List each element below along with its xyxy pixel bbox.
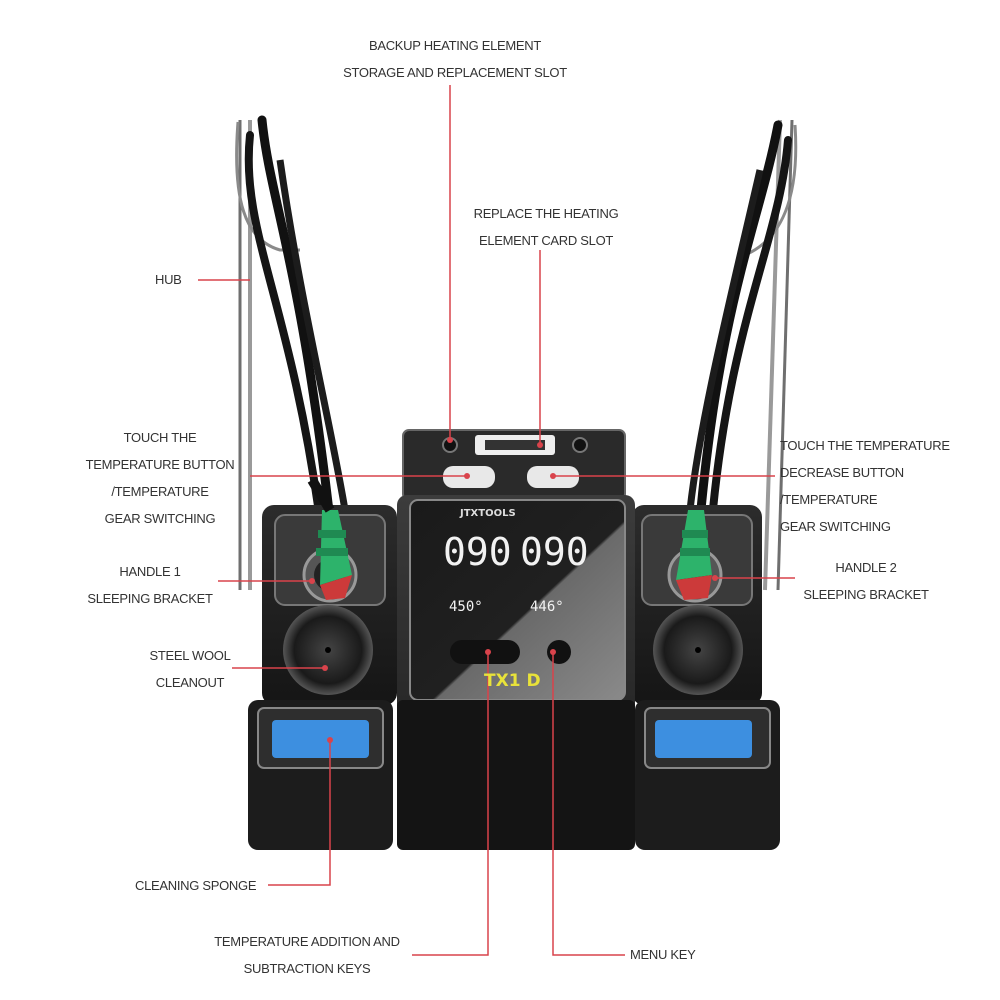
label-backup-slot: BACKUP HEATING ELEMENT STORAGE AND REPLA… bbox=[343, 32, 567, 86]
label-line: DECREASE BUTTON bbox=[780, 465, 904, 480]
label-line: HUB bbox=[155, 272, 182, 287]
label-handle-1: HANDLE 1 SLEEPING BRACKET bbox=[87, 558, 213, 612]
label-steel-wool: STEEL WOOL CLEANOUT bbox=[149, 642, 230, 696]
left-stand-frame bbox=[235, 115, 349, 590]
label-line: CLEANOUT bbox=[155, 675, 225, 690]
left-temperature: 090 bbox=[443, 530, 512, 574]
label-line: GEAR SWITCHING bbox=[104, 511, 216, 526]
center-unit bbox=[397, 429, 635, 850]
label-touch-increase: TOUCH THE TEMPERATURE BUTTON /TEMPERATUR… bbox=[86, 424, 235, 532]
label-line: ELEMENT CARD SLOT bbox=[478, 233, 614, 248]
brand-label: JTXTOOLS bbox=[459, 508, 516, 519]
label-line: SUBTRACTION KEYS bbox=[243, 961, 371, 976]
left-set-temperature: 450° bbox=[449, 599, 483, 615]
handle-2 bbox=[676, 510, 712, 600]
label-line: GEAR SWITCHING bbox=[780, 519, 891, 534]
label-touch-decrease: TOUCH THE TEMPERATURE DECREASE BUTTON /T… bbox=[780, 432, 950, 540]
right-set-temperature: 446° bbox=[530, 599, 564, 615]
label-line: BACKUP HEATING ELEMENT bbox=[368, 38, 542, 53]
label-line: STORAGE AND REPLACEMENT SLOT bbox=[343, 65, 567, 80]
lcd-display: JTXTOOLS 090 090 450° 446° TX1 D bbox=[443, 508, 589, 691]
label-sponge: CLEANING SPONGE bbox=[135, 872, 257, 899]
label-line: CLEANING SPONGE bbox=[135, 878, 257, 893]
label-line: TEMPERATURE ADDITION AND bbox=[214, 934, 400, 949]
leader-dots bbox=[309, 437, 718, 743]
label-line: STEEL WOOL bbox=[149, 648, 231, 663]
label-line: MENU KEY bbox=[630, 947, 696, 962]
model-label: TX1 D bbox=[484, 671, 541, 691]
label-line: HANDLE 1 bbox=[119, 564, 181, 579]
label-line: TOUCH THE TEMPERATURE bbox=[780, 438, 950, 453]
label-line: TEMPERATURE BUTTON bbox=[85, 457, 235, 472]
label-line: REPLACE THE HEATING bbox=[473, 206, 619, 221]
label-line: /TEMPERATURE bbox=[780, 492, 878, 507]
label-card-slot: REPLACE THE HEATING ELEMENT CARD SLOT bbox=[474, 200, 619, 254]
right-temperature: 090 bbox=[520, 530, 589, 574]
label-hub: HUB bbox=[155, 266, 182, 293]
leader-lines bbox=[198, 85, 795, 956]
label-temp-keys: TEMPERATURE ADDITION AND SUBTRACTION KEY… bbox=[214, 928, 400, 982]
label-line: HANDLE 2 bbox=[835, 560, 897, 575]
label-menu-key: MENU KEY bbox=[630, 941, 696, 968]
handle-1 bbox=[307, 477, 352, 600]
label-handle-2: HANDLE 2 SLEEPING BRACKET bbox=[803, 554, 929, 608]
label-line: /TEMPERATURE bbox=[111, 484, 209, 499]
right-stand-frame bbox=[686, 119, 798, 591]
label-line: TOUCH THE bbox=[123, 430, 197, 445]
label-line: SLEEPING BRACKET bbox=[803, 587, 929, 602]
label-line: SLEEPING BRACKET bbox=[87, 591, 213, 606]
